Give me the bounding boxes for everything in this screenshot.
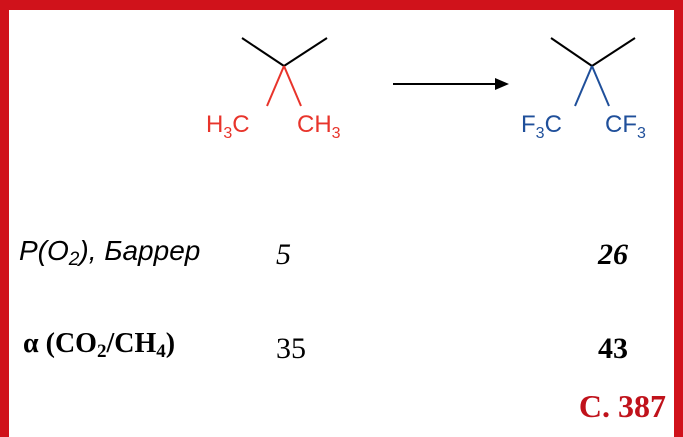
left-bond-upper-left <box>241 37 285 67</box>
right-bond-upper-right <box>591 37 636 67</box>
left-bond-down-right <box>283 65 302 107</box>
row-permeability-right-value: 26 <box>598 238 628 271</box>
right-arrow-icon <box>393 78 509 90</box>
left-group-h3c: H3C <box>206 111 250 142</box>
right-bond-down-left <box>574 65 593 107</box>
right-group-f3c: F3C <box>521 111 562 142</box>
left-bond-upper-right <box>283 37 328 67</box>
row-selectivity-right-value: 43 <box>598 332 628 365</box>
right-bond-upper-left <box>550 37 593 67</box>
row-selectivity-left-value: 35 <box>276 332 306 365</box>
reaction-scheme: H3C CH3 F3C CF3 <box>206 37 646 142</box>
row-permeability-left-value: 5 <box>276 238 291 271</box>
row-label-permeability: P(O2), Баррер <box>19 235 201 270</box>
left-group-ch3: CH3 <box>297 111 341 142</box>
page-reference: С. 387 <box>578 388 666 424</box>
left-bond-down-left <box>266 65 285 107</box>
left-molecule-colored-bonds <box>266 65 302 107</box>
row-label-selectivity: α (CO2/CH4) <box>23 328 176 362</box>
right-group-cf3: CF3 <box>605 111 646 142</box>
right-molecule-colored-bonds <box>574 65 610 107</box>
left-molecule-skeleton <box>241 37 328 67</box>
right-bond-down-right <box>591 65 610 107</box>
right-molecule-skeleton <box>550 37 636 67</box>
